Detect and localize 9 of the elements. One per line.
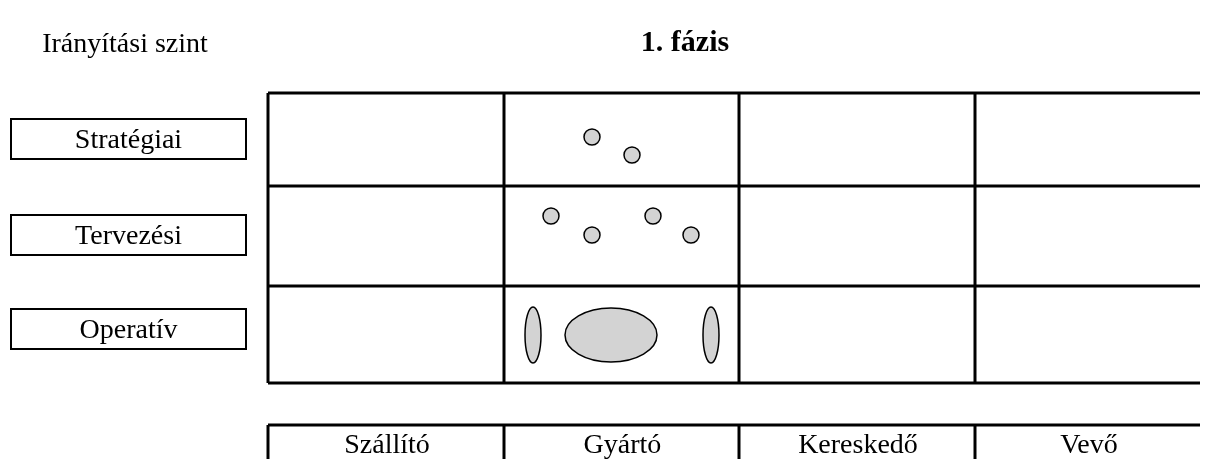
table-cell-text: Szállító	[343, 427, 431, 459]
title: 1. fázis	[639, 24, 731, 58]
table-cell-text: Kereskedő	[797, 427, 919, 459]
level-box: Operatív	[10, 308, 247, 350]
table-cell-text: Vevő	[1059, 427, 1119, 459]
column-heading: Irányítási szint	[41, 26, 209, 60]
table-cell-text: Gyártó	[582, 427, 663, 459]
level-box: Stratégiai	[10, 118, 247, 160]
level-box: Tervezési	[10, 214, 247, 256]
